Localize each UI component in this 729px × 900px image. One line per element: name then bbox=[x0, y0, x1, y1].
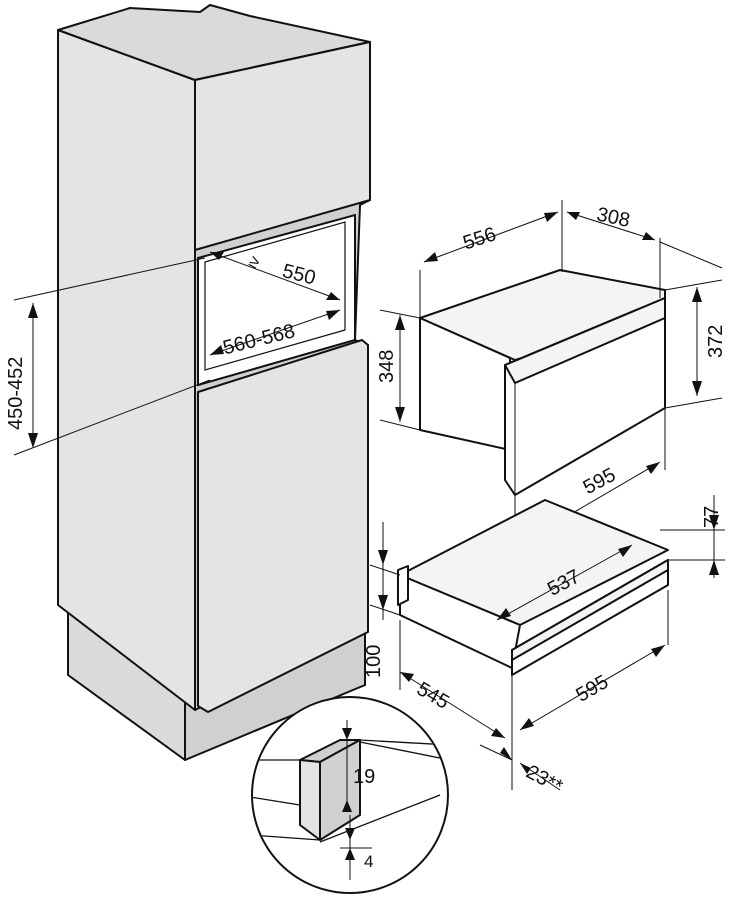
front-height-label: 372 bbox=[705, 325, 727, 358]
arrow-head bbox=[210, 252, 224, 260]
cabinet-side-panel bbox=[57, 29, 196, 711]
ext-line bbox=[369, 604, 401, 616]
arrow-head bbox=[567, 212, 580, 220]
arrow-head bbox=[618, 545, 632, 557]
detail-panel-front bbox=[299, 759, 321, 841]
arrow-head bbox=[692, 381, 702, 396]
drawer-height-label: 100 bbox=[363, 645, 385, 678]
appliance-control-strip bbox=[504, 297, 666, 384]
front-width-label: 595 bbox=[580, 464, 620, 499]
arrow-head bbox=[651, 645, 665, 657]
arrow-head bbox=[646, 462, 660, 474]
arrow-head bbox=[378, 550, 388, 565]
appliance-width-line bbox=[423, 211, 559, 263]
detail-edge bbox=[253, 796, 301, 806]
ext-line bbox=[379, 419, 421, 431]
arrow-head bbox=[345, 828, 355, 840]
detail-edge bbox=[319, 794, 441, 843]
arrow-head bbox=[491, 728, 505, 738]
arrow-head bbox=[500, 747, 512, 760]
niche-width-line bbox=[209, 309, 341, 356]
arrow-head bbox=[520, 718, 534, 730]
arrow-head bbox=[28, 433, 38, 448]
ext-line bbox=[664, 279, 723, 291]
arrow-head bbox=[520, 763, 531, 774]
tall-cabinet bbox=[57, 4, 371, 761]
drawer-front-height-label: 77 bbox=[701, 506, 723, 528]
arrow-head bbox=[544, 212, 558, 222]
arrow-head bbox=[342, 800, 352, 812]
drawer-back-lip bbox=[397, 565, 409, 606]
built-in-appliance bbox=[419, 269, 666, 496]
niche-depth-line bbox=[209, 251, 341, 301]
niche-height-label: 450-452 bbox=[5, 357, 27, 430]
arrow-head bbox=[642, 232, 655, 240]
arrow-head bbox=[378, 595, 388, 610]
arrow-head bbox=[424, 252, 438, 262]
arrow-head bbox=[326, 310, 340, 320]
drawer-depth-line bbox=[496, 544, 633, 621]
arrow-head bbox=[326, 292, 340, 300]
ext-line bbox=[379, 309, 421, 319]
arrow-head bbox=[342, 728, 352, 740]
appliance-depth-line bbox=[566, 211, 656, 241]
detail-content bbox=[253, 720, 447, 880]
arrow-head bbox=[709, 515, 719, 530]
arrow-head bbox=[497, 608, 511, 620]
ext-line bbox=[664, 397, 723, 409]
cabinet-upper-door bbox=[194, 41, 371, 251]
detail-magnifier: 19 4 bbox=[251, 696, 449, 894]
offset-line bbox=[479, 744, 513, 761]
arrow-head bbox=[210, 345, 224, 355]
arrow-head bbox=[709, 560, 719, 575]
detail-edge bbox=[359, 741, 447, 761]
ext-line bbox=[369, 564, 401, 576]
detail-gap-label: 19 bbox=[353, 766, 375, 788]
appliance-height-label: 348 bbox=[376, 350, 398, 383]
arrow-head bbox=[395, 407, 405, 422]
appliance-depth-label: 308 bbox=[595, 203, 632, 231]
appliance-width-label: 556 bbox=[460, 223, 499, 254]
front-offset-label: 23** bbox=[522, 761, 566, 798]
cabinet-niche-inner bbox=[204, 221, 346, 371]
drawer-front-width-line bbox=[519, 644, 666, 731]
drawer-body-depth-line bbox=[399, 671, 506, 739]
cabinet-niche bbox=[197, 213, 356, 387]
appliance-dimensions: 556 308 372 348 595 bbox=[376, 200, 727, 552]
arrow-head bbox=[345, 848, 355, 860]
drawer-front-width-label: 595 bbox=[572, 671, 612, 707]
warming-drawer bbox=[397, 499, 669, 676]
detail-clearance-label: 4 bbox=[364, 852, 373, 871]
arrow-head bbox=[28, 303, 38, 318]
arrow-head bbox=[692, 287, 702, 302]
niche-height-extension-top bbox=[13, 257, 206, 301]
drawer-handle bbox=[511, 559, 669, 661]
arrow-head bbox=[395, 315, 405, 330]
arrow-head bbox=[400, 672, 414, 682]
ext-line bbox=[659, 241, 723, 269]
niche-height-extension-bottom bbox=[13, 379, 211, 456]
cabinet-lower-door bbox=[197, 339, 369, 713]
